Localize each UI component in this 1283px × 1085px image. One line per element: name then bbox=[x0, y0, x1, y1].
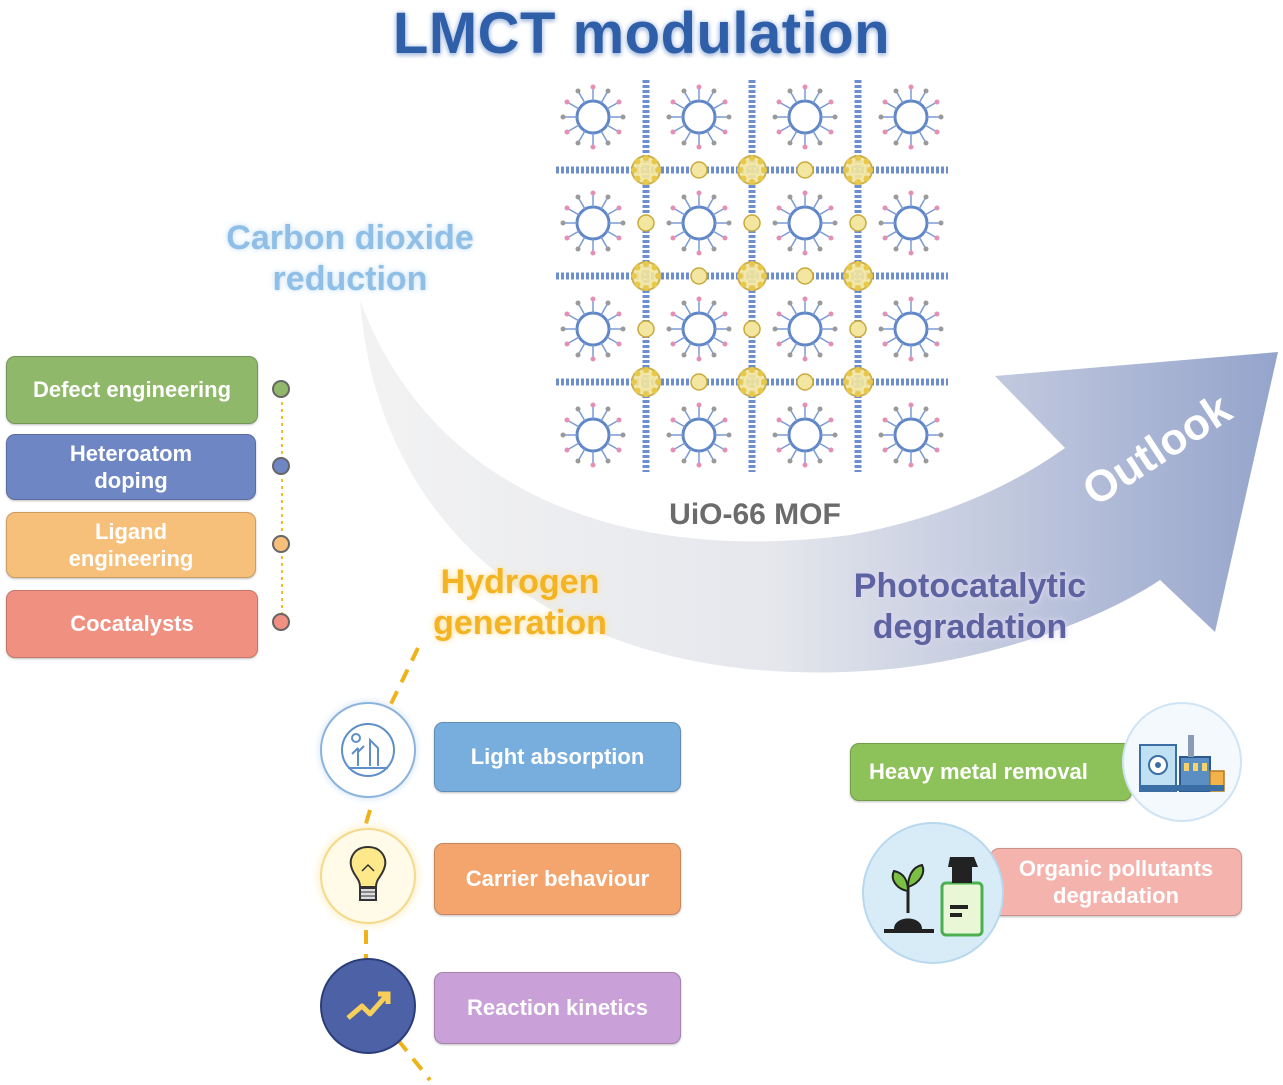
strategy-dot-orange bbox=[272, 535, 290, 553]
hydrogen-generation-label: Hydrogen generation bbox=[433, 563, 607, 642]
strategy-cocatalysts: Cocatalysts bbox=[6, 590, 258, 658]
co2-reduction-label: Carbon dioxide reduction bbox=[226, 219, 474, 298]
growth-arrow-icon bbox=[320, 958, 416, 1054]
hydrogen-connector bbox=[362, 647, 432, 1082]
plant-spray-icon bbox=[862, 822, 1004, 964]
environment-icon bbox=[320, 702, 416, 798]
strategy-dot-green bbox=[272, 380, 290, 398]
factor-light-absorption: Light absorption bbox=[434, 722, 681, 792]
mof-label: UiO-66 MOF bbox=[669, 498, 841, 531]
mof-structure-image bbox=[556, 80, 948, 472]
factor-reaction-kinetics: Reaction kinetics bbox=[434, 972, 681, 1044]
factor-carrier-behaviour: Carrier behaviour bbox=[434, 843, 681, 915]
strategy-ligand-engineering: Ligand engineering bbox=[6, 512, 256, 578]
factory-icon bbox=[1122, 702, 1242, 822]
strategy-defect-engineering: Defect engineering bbox=[6, 356, 258, 424]
strategy-dot-blue bbox=[272, 457, 290, 475]
strategy-connector bbox=[281, 388, 283, 624]
strategy-heteroatom-doping: Heteroatom doping bbox=[6, 434, 256, 500]
strategy-dot-red bbox=[272, 613, 290, 631]
light-bulb-icon bbox=[320, 828, 416, 924]
photocatalytic-degradation-label: Photocatalytic degradation bbox=[853, 567, 1087, 646]
page-title: LMCT modulation bbox=[392, 1, 891, 66]
factor-organic-pollutants-degradation: Organic pollutants degradation bbox=[990, 848, 1242, 916]
factor-heavy-metal-removal: Heavy metal removal bbox=[850, 743, 1132, 801]
